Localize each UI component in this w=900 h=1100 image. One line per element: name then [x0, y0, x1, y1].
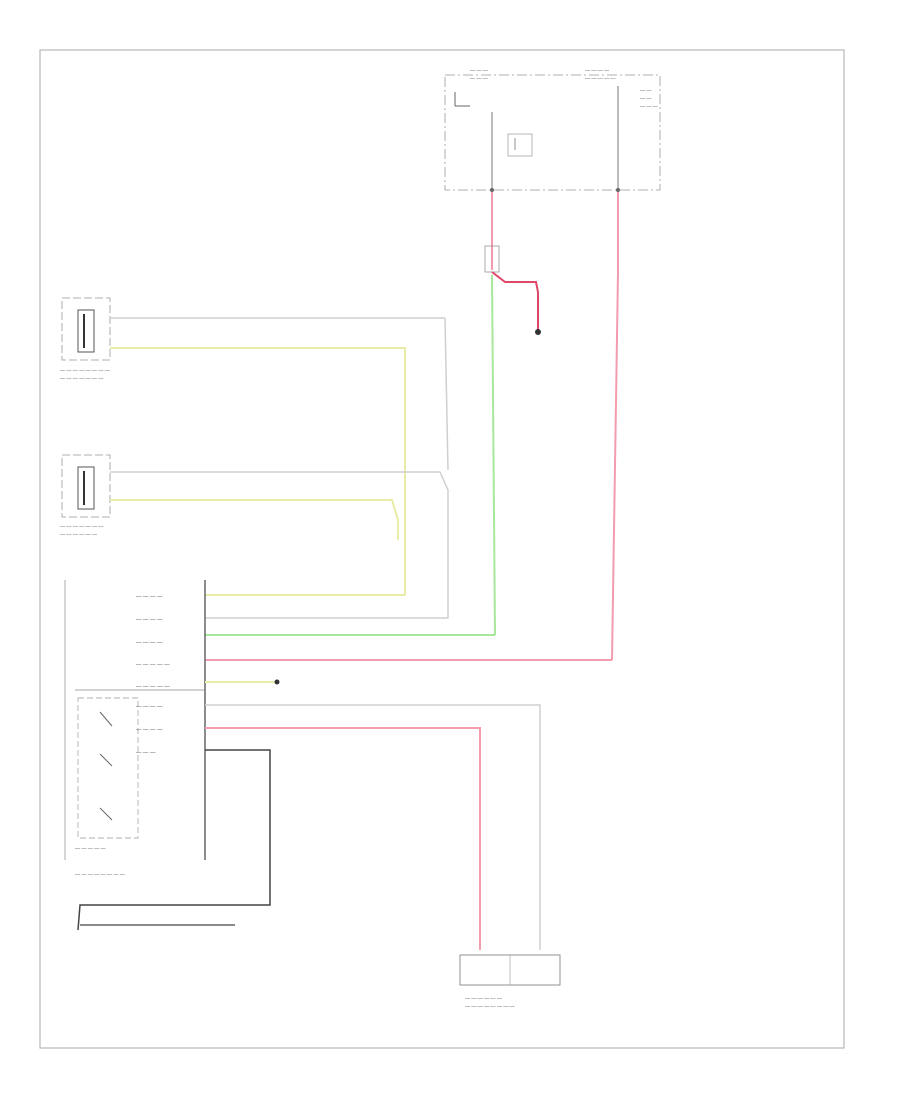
svg-text:— —: — — — [640, 96, 651, 102]
svg-text:— — — — — —: — — — — — — — [60, 532, 97, 538]
svg-text:— —: — — — [640, 88, 651, 94]
exterior-lights-wire — [205, 679, 280, 685]
svg-text:— — — — —: — — — — — — [75, 846, 106, 852]
svg-text:— — —: — — — — [470, 68, 488, 74]
right-connector: — — — — — — — — — — — — — — — [459, 954, 561, 1010]
svg-text:— — — — —: — — — — — — [136, 684, 170, 690]
svg-text:— — — — — — —: — — — — — — — — [60, 524, 103, 530]
diagram-frame — [39, 49, 845, 1049]
svg-text:— — — —: — — — — — [136, 640, 163, 646]
svg-text:— — — —: — — — — — [136, 727, 163, 733]
passenger-sensor: — — — — — — — — — — — — — — — — [60, 297, 111, 382]
svg-text:— — — — — — — —: — — — — — — — — — [75, 872, 125, 878]
control-module: — — — — — — — — — — — — — — — — — — — — … — [64, 580, 206, 878]
ground-wire — [77, 749, 271, 931]
svg-text:— — —: — — — — [640, 104, 658, 110]
driver-sensor: — — — — — — — — — — — — — — [60, 454, 111, 538]
passenger-yellow-wire — [110, 347, 406, 595]
svg-text:— — — — — — — —: — — — — — — — — — [465, 1004, 515, 1010]
power-feed-wire — [205, 188, 620, 661]
gray-loop-wire — [444, 317, 449, 471]
fuse-block: — — — — — — — — — — — — — — — — — — — — … — [444, 68, 661, 191]
svg-text:— — — — —: — — — — — — [585, 76, 616, 82]
svg-text:— — — —: — — — — — [136, 594, 163, 600]
svg-text:— — — — —: — — — — — — [136, 662, 170, 668]
svg-text:— — — — — — — —: — — — — — — — — — [60, 368, 110, 374]
svg-text:— — — —: — — — — — [136, 704, 163, 710]
ignition-feed-wire — [484, 188, 541, 335]
svg-text:— — — —: — — — — — [585, 68, 609, 74]
driver-yellow-wire — [110, 499, 399, 540]
pink-right-wire — [205, 727, 481, 950]
green-signal-wire — [205, 274, 496, 636]
svg-text:— — —: — — — — [136, 750, 156, 756]
svg-text:— — — —: — — — — — [136, 617, 163, 623]
svg-text:— — — — — — —: — — — — — — — — [60, 376, 103, 382]
svg-text:— — —: — — — — [470, 76, 488, 82]
svg-text:— — — — — —: — — — — — — — [465, 996, 502, 1002]
gray-right-wire — [205, 704, 541, 950]
driver-gray-wire — [110, 471, 449, 619]
